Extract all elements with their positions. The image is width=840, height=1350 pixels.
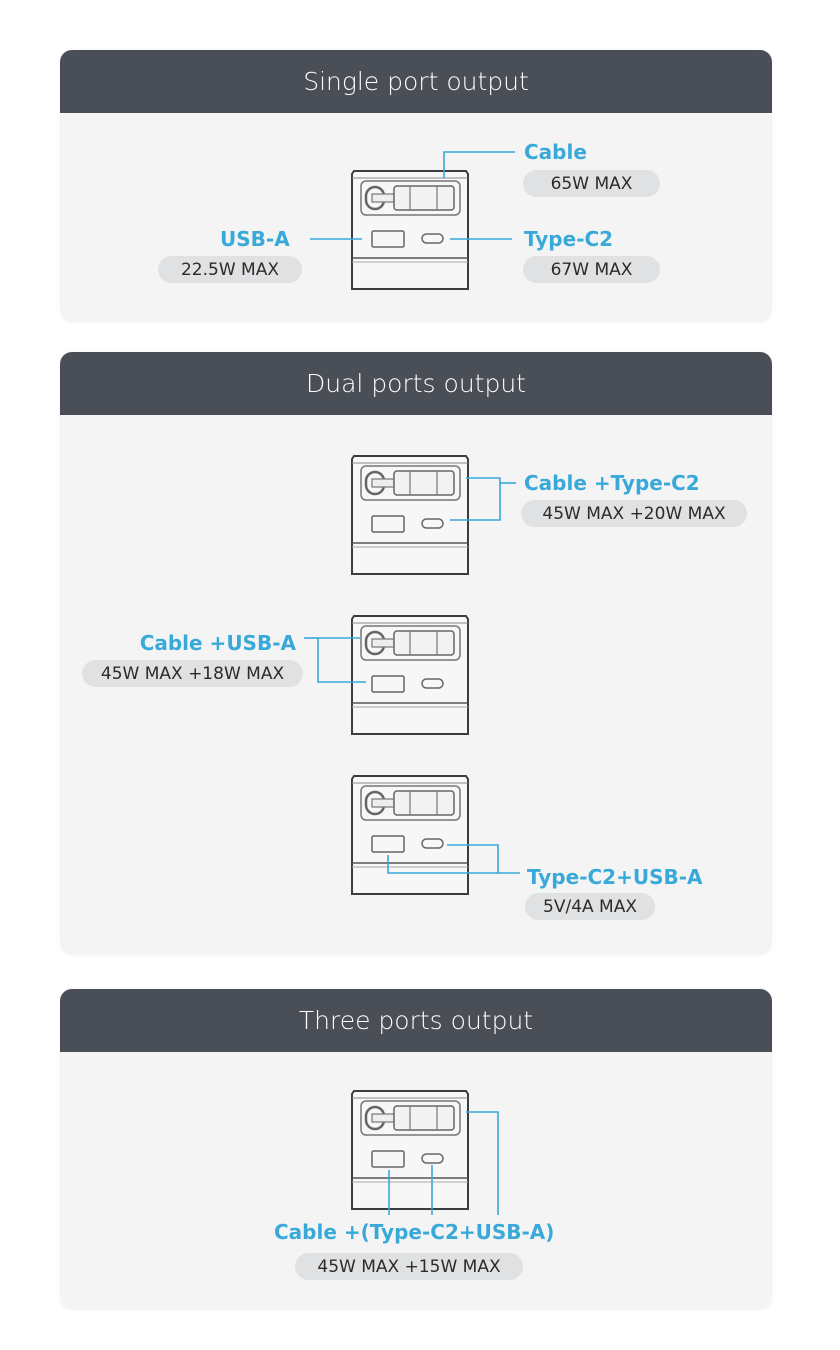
cable-plug bbox=[393, 470, 455, 496]
spec-pill-cable: 65W MAX bbox=[523, 170, 660, 197]
spec-pill-type-c2: 67W MAX bbox=[523, 256, 660, 283]
label-cable-usb-a: Cable +USB-A bbox=[139, 631, 296, 655]
usb-a-port-icon bbox=[371, 1150, 405, 1168]
cable-plug bbox=[393, 790, 455, 816]
charger-device bbox=[351, 455, 469, 575]
leader-line-cable-type-c2 bbox=[450, 477, 501, 521]
spec-pill-usb-a: 22.5W MAX bbox=[158, 256, 302, 283]
usb-c-port-icon bbox=[421, 678, 444, 689]
label-cable-type-c2-usb-a: Cable +(Type-C2+USB-A) bbox=[274, 1220, 555, 1244]
cable-neck bbox=[371, 638, 395, 648]
dual-ports-card: Dual ports output bbox=[60, 352, 772, 955]
charger-device bbox=[351, 170, 469, 290]
usb-a-port-icon bbox=[371, 515, 405, 533]
section-title: Three ports output bbox=[60, 989, 772, 1052]
spec-pill-cable-type-c2: 45W MAX +20W MAX bbox=[521, 500, 747, 527]
cable-plug bbox=[393, 630, 455, 656]
cable-plug bbox=[393, 1105, 455, 1131]
section-title: Single port output bbox=[60, 50, 772, 113]
cable-neck bbox=[371, 193, 395, 203]
charger-device bbox=[351, 1090, 469, 1210]
label-type-c2-usb-a: Type-C2+USB-A bbox=[527, 865, 703, 889]
cable-plug bbox=[393, 185, 455, 211]
charger-device bbox=[351, 615, 469, 735]
spec-pill-three-ports: 45W MAX +15W MAX bbox=[295, 1253, 523, 1280]
usb-c-port-icon bbox=[421, 518, 444, 529]
section-title: Dual ports output bbox=[60, 352, 772, 415]
label-usb-a: USB-A bbox=[220, 227, 290, 251]
label-cable-type-c2: Cable +Type-C2 bbox=[524, 471, 700, 495]
usb-a-port-icon bbox=[371, 835, 405, 853]
leader-line-cable bbox=[466, 1111, 499, 1215]
usb-a-port-icon bbox=[371, 675, 405, 693]
leader-line-cable bbox=[443, 151, 515, 178]
label-cable: Cable bbox=[524, 140, 587, 164]
charger-device bbox=[351, 775, 469, 895]
usb-c-port-icon bbox=[421, 233, 444, 244]
spec-pill-cable-usb-a: 45W MAX +18W MAX bbox=[82, 660, 303, 687]
spec-pill-type-c2-usb-a: 5V/4A MAX bbox=[525, 893, 655, 920]
cable-neck bbox=[371, 1113, 395, 1123]
usb-a-port-icon bbox=[371, 230, 405, 248]
cable-neck bbox=[371, 798, 395, 808]
cable-neck bbox=[371, 478, 395, 488]
usb-c-port-icon bbox=[421, 838, 444, 849]
usb-c-port-icon bbox=[421, 1153, 444, 1164]
label-type-c2: Type-C2 bbox=[524, 227, 614, 251]
leader-line-cable-usb-a bbox=[317, 637, 366, 683]
